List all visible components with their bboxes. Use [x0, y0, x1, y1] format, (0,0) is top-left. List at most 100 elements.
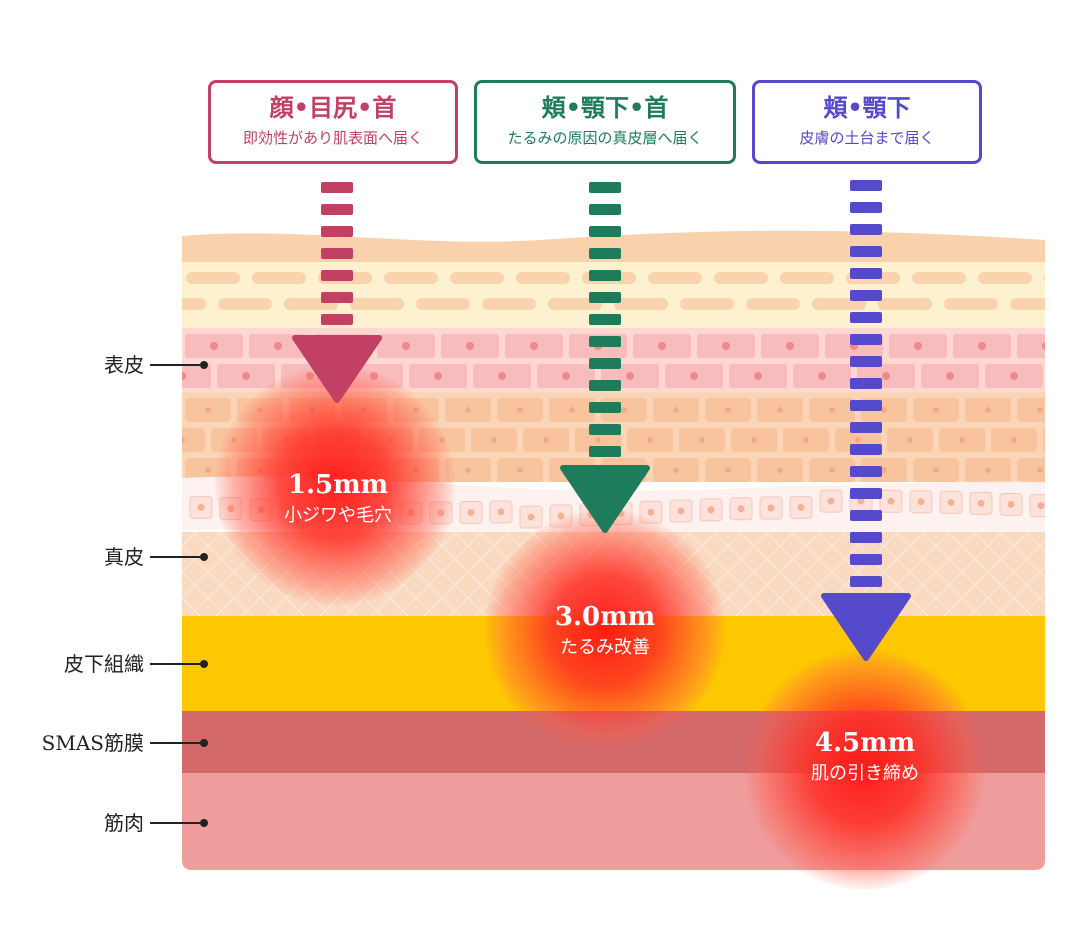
cell-nucleus: [242, 372, 250, 380]
treatment-subtitle: たるみの原因の真皮層へ届く: [507, 129, 703, 147]
cell-nucleus: [1007, 500, 1015, 508]
arrow-dash: [850, 334, 882, 345]
horny-cell: [912, 272, 966, 284]
horny-cell: [186, 272, 240, 284]
arrow-dash: [589, 380, 621, 391]
arrow-dash: [321, 270, 353, 281]
cell-nucleus: [818, 372, 826, 380]
cell-nucleus: [1042, 342, 1045, 350]
arrow-dash: [850, 532, 882, 543]
cell-nucleus: [855, 437, 861, 443]
arrow-dash: [321, 182, 353, 193]
cell-nucleus: [907, 437, 913, 443]
horny-cell: [384, 272, 438, 284]
cell-nucleus: [491, 437, 497, 443]
cell-nucleus: [786, 342, 794, 350]
cell-nucleus: [569, 407, 575, 413]
horny-cell: [680, 298, 734, 310]
arrow-head: [560, 465, 650, 533]
cell-nucleus: [767, 504, 775, 512]
depth-label-3: 4.5mm 肌の引き締め: [755, 728, 975, 786]
cell-nucleus: [467, 508, 475, 516]
arrow-dash: [589, 292, 621, 303]
cell-nucleus: [777, 467, 783, 473]
horny-cell: [1010, 298, 1045, 310]
cell-nucleus: [959, 437, 965, 443]
cell-nucleus: [933, 407, 939, 413]
depth-effect: 肌の引き締め: [811, 763, 919, 784]
horny-cell: [416, 298, 470, 310]
horny-cell: [450, 272, 504, 284]
cell-nucleus: [1037, 407, 1043, 413]
arrow-dash: [850, 312, 882, 323]
cell-nucleus: [673, 407, 679, 413]
arrow-dash: [321, 248, 353, 259]
horny-cell: [978, 272, 1032, 284]
horny-cell: [218, 298, 272, 310]
spinous-cell: [1017, 334, 1045, 358]
arrow-jaw: [821, 180, 911, 661]
cell-nucleus: [699, 437, 705, 443]
treatment-subtitle: 即効性があり肌表面へ届く: [242, 129, 423, 147]
horny-cell: [780, 272, 834, 284]
depth-spot-2: [485, 510, 725, 750]
cell-nucleus: [595, 437, 601, 443]
spinous-cell: [182, 364, 211, 388]
arrow-dash: [850, 246, 882, 257]
arrow-dash: [850, 488, 882, 499]
cell-nucleus: [1037, 467, 1043, 473]
leader-dot: [200, 819, 208, 827]
arrow-dash: [589, 402, 621, 413]
cell-nucleus: [933, 467, 939, 473]
cell-nucleus: [722, 342, 730, 350]
treatment-subtitle: 皮膚の土台まで届く: [799, 129, 935, 147]
horny-cell: [548, 298, 602, 310]
cell-nucleus: [978, 342, 986, 350]
depth-value: 1.5mm: [287, 470, 389, 500]
treatment-box-cheek: 頬•顎下•首 たるみの原因の真皮層へ届く: [474, 80, 736, 164]
cell-nucleus: [914, 342, 922, 350]
leader-dot: [200, 739, 208, 747]
horny-cell: [614, 298, 668, 310]
cell-nucleus: [751, 437, 757, 443]
cell-nucleus: [517, 407, 523, 413]
cell-nucleus: [197, 503, 205, 511]
cell-nucleus: [182, 372, 186, 380]
treatment-title: 頬•顎下•首: [541, 93, 669, 122]
layer-label-epidermis: 表皮: [104, 353, 144, 377]
leader-line: [150, 663, 202, 665]
arrow-head: [292, 335, 382, 403]
cell-nucleus: [829, 467, 835, 473]
treatment-title: 顔•目尻•首: [269, 93, 397, 122]
horny-cell: [944, 298, 998, 310]
horny-cell: [648, 272, 702, 284]
cell-nucleus: [881, 467, 887, 473]
arrow-dash: [850, 576, 882, 587]
treatment-title: 頬•顎下: [823, 93, 911, 122]
cell-nucleus: [737, 505, 745, 513]
arrow-dash: [589, 314, 621, 325]
horny-cell: [878, 298, 932, 310]
cell-nucleus: [985, 467, 991, 473]
horny-cell: [350, 298, 404, 310]
arrow-dash: [589, 226, 621, 237]
arrow-dash: [589, 424, 621, 435]
cell-nucleus: [881, 407, 887, 413]
horny-cell: [252, 272, 306, 284]
cell-nucleus: [562, 372, 570, 380]
cell-nucleus: [647, 508, 655, 516]
cell-nucleus: [465, 407, 471, 413]
arrow-dash: [589, 270, 621, 281]
cell-nucleus: [677, 507, 685, 515]
cell-nucleus: [777, 407, 783, 413]
cell-nucleus: [497, 508, 505, 516]
cell-nucleus: [498, 372, 506, 380]
arrow-head: [821, 593, 911, 661]
cell-nucleus: [887, 497, 895, 505]
cell-nucleus: [985, 407, 991, 413]
cell-nucleus: [205, 407, 211, 413]
cell-nucleus: [205, 467, 211, 473]
cell-nucleus: [829, 407, 835, 413]
cell-nucleus: [797, 503, 805, 511]
arrow-dash: [321, 204, 353, 215]
